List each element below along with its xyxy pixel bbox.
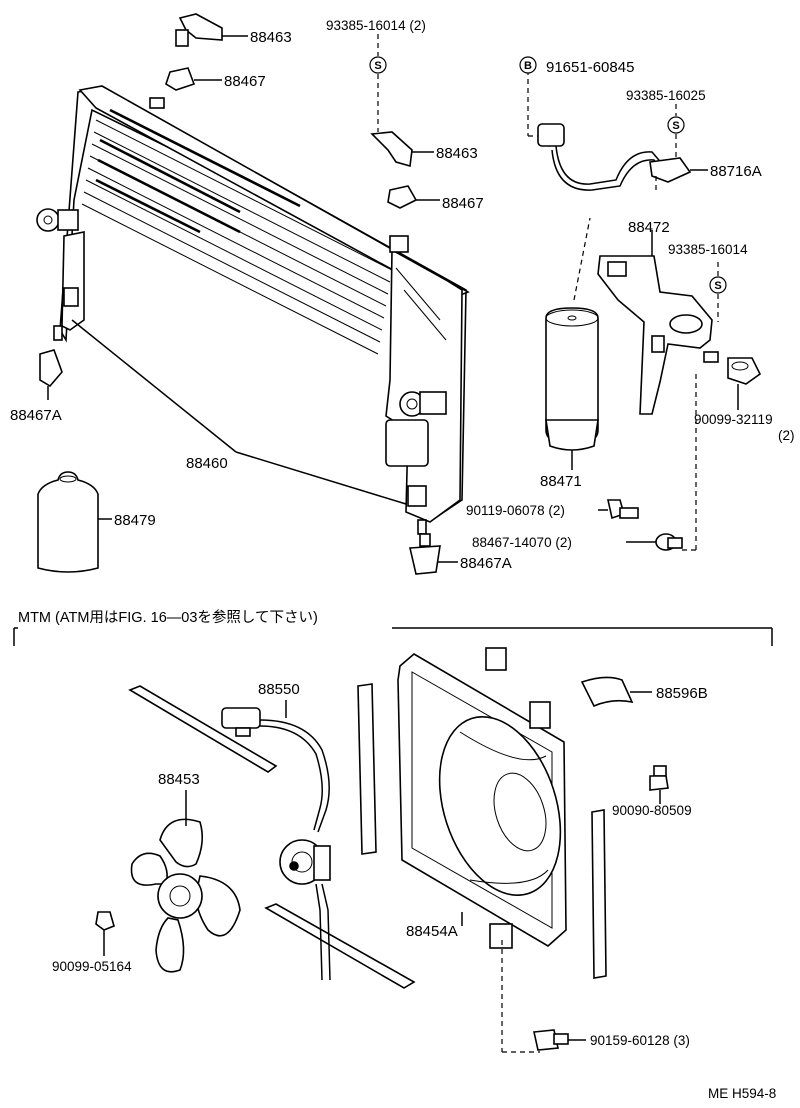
cushion-88467A-bottom [409,533,458,575]
label-88596B: 88596B [656,685,708,702]
label-88467-top: 88467 [224,73,266,90]
label-88471: 88471 [540,473,582,490]
nut-90099-05164 [95,911,115,956]
label-88467A-left: 88467A [10,407,62,424]
seal-strip-top-left [128,685,278,773]
label-90119-06078: 90119-06078 (2) [466,503,565,518]
label-93385-16014-top: 93385-16014 (2) [326,18,426,33]
bracket-88472: S [597,230,727,415]
label-90099-32119-qty: (2) [778,428,795,443]
fan-shroud-88454A [397,647,567,949]
fan-motor-88550 [221,700,331,981]
cushion-88467-top [165,67,222,91]
s-symbol-icon-2: S [672,120,679,132]
bracket-88463-top [175,13,248,47]
label-88467A-bottom: 88467A [460,555,512,572]
bolt-90119-06078 [598,499,639,520]
bolt-90159-60128 [501,940,586,1053]
label-90090-80509: 90090-80509 [612,803,692,818]
pipe-88716A: B S [519,56,708,192]
fan-blade-88453 [130,790,241,973]
label-88467-14070: 88467-14070 (2) [472,535,572,550]
tape-88596B [580,676,652,708]
label-88460: 88460 [186,455,228,472]
label-88472: 88472 [628,219,670,236]
cushion-88467A-left [39,349,63,400]
label-88453: 88453 [158,771,200,788]
bolt-93385-16014-top: S [369,34,387,132]
bracket-88463-mid [370,131,434,168]
seal-strip-bottom [264,903,416,989]
label-88716A: 88716A [710,163,762,180]
leader-88460 [71,319,407,505]
label-93385-16014-mid: 93385-16014 [668,242,748,257]
refrigerant-can-88479 [37,471,112,573]
seal-strip-left-vertical [357,683,377,855]
grommet-88467-14070 [626,372,697,551]
leader-receiver-pipe [573,217,591,301]
seal-strip-right-vertical [591,809,607,979]
cushion-90099-32119 [727,357,762,410]
label-88479: 88479 [114,512,156,529]
label-91651-60845: 91651-60845 [546,59,634,76]
label-88467-mid: 88467 [442,195,484,212]
screw-90090-80509 [649,765,669,804]
label-88463-top: 88463 [250,29,292,46]
s-symbol-icon: S [374,60,381,72]
label-90159-60128: 90159-60128 (3) [590,1033,690,1048]
section-divider [13,627,773,646]
label-90099-05164: 90099-05164 [52,959,132,974]
label-88463-mid: 88463 [436,145,478,162]
s-symbol-icon-3: S [714,280,721,292]
label-90099-32119: 90099-32119 [694,412,773,427]
b-symbol-icon: B [524,60,532,72]
label-88454A: 88454A [406,923,458,940]
receiver-drier-88471 [545,307,599,470]
condenser-assembly [36,85,470,535]
figure-code: ME H594-8 [708,1086,776,1101]
cushion-88467-mid [387,185,440,209]
label-88550: 88550 [258,681,300,698]
label-93385-16025: 93385-16025 [626,88,706,103]
section-title-mtm: MTM (ATM用はFIG. 16—03を参照して下さい) [18,609,318,626]
part-labels: 88463 88467 93385-16014 (2) 88463 88467 … [10,18,795,1101]
